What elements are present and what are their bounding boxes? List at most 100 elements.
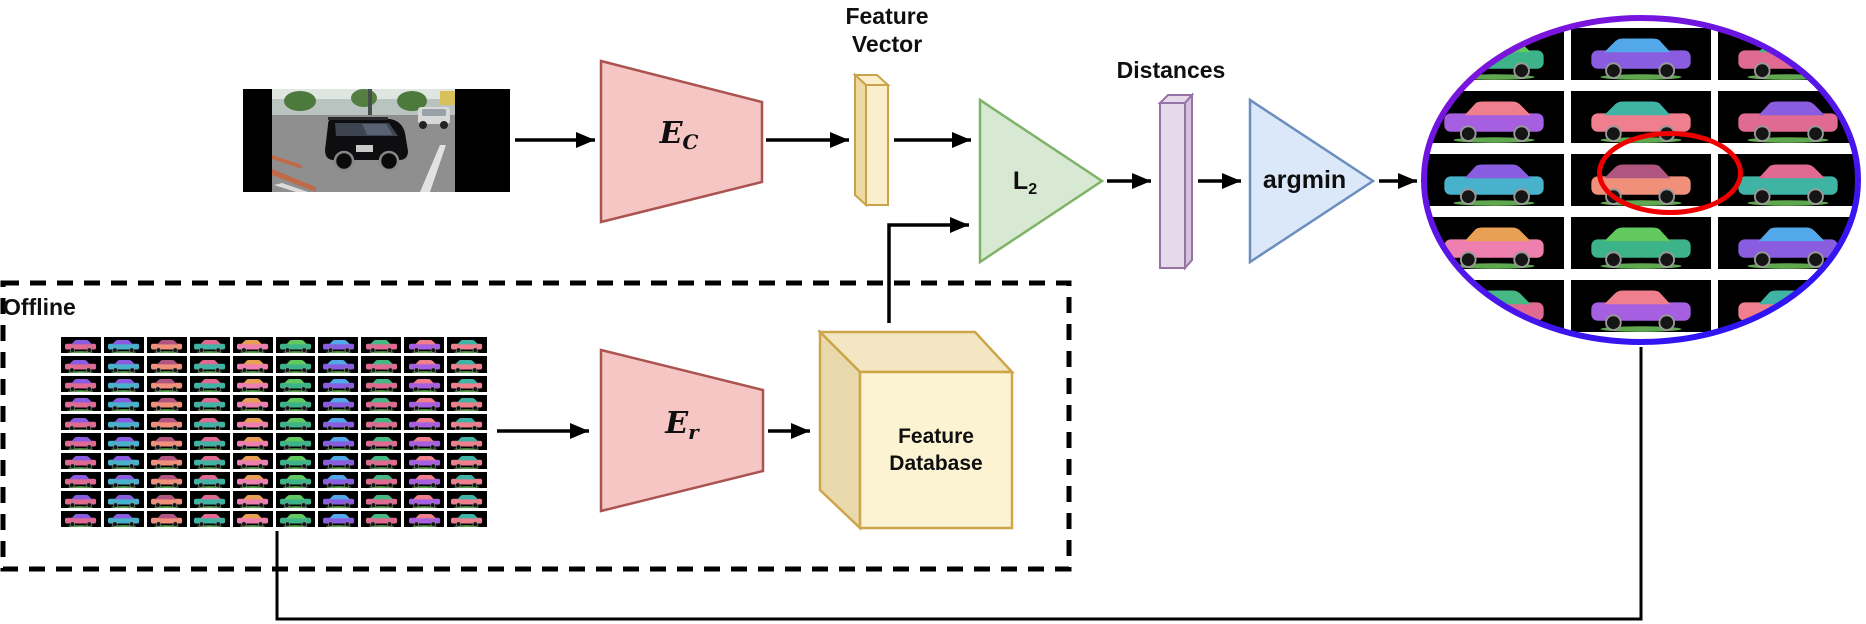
feature-database-label: Feature Database	[889, 425, 983, 475]
car-render-thumbnail	[146, 472, 187, 489]
car-render-thumbnail	[103, 356, 144, 373]
car-render-thumbnail	[275, 375, 316, 392]
car-render-thumbnail	[189, 414, 230, 431]
car-render-thumbnail	[189, 472, 230, 489]
car-render-thumbnail	[1571, 280, 1711, 332]
car-render-thumbnail	[146, 491, 187, 508]
car-render-thumbnail	[361, 356, 402, 373]
car-render-thumbnail	[232, 472, 273, 489]
car-render-thumbnail	[404, 337, 445, 354]
car-render-thumbnail	[189, 394, 230, 412]
render-encoder-shape	[599, 348, 765, 513]
car-render-thumbnail	[189, 491, 230, 508]
car-render-thumbnail	[404, 356, 445, 373]
car-render-thumbnail	[447, 491, 487, 508]
car-render-thumbnail	[146, 375, 187, 392]
car-render-thumbnail	[103, 337, 144, 354]
car-render-thumbnail	[103, 452, 144, 470]
car-render-thumbnail	[232, 491, 273, 508]
car-render-thumbnail	[189, 433, 230, 450]
car-render-thumbnail	[146, 394, 187, 412]
car-render-thumbnail	[447, 375, 487, 392]
car-render-thumbnail	[404, 394, 445, 412]
car-render-thumbnail	[318, 510, 359, 527]
car-render-thumbnail	[275, 337, 316, 354]
car-render-thumbnail	[318, 433, 359, 450]
car-render-thumbnail	[232, 375, 273, 392]
car-render-thumbnail	[404, 433, 445, 450]
car-render-thumbnail	[61, 414, 101, 431]
car-render-thumbnail	[61, 491, 101, 508]
car-render-thumbnail	[61, 472, 101, 489]
car-render-thumbnail	[275, 414, 316, 431]
car-render-thumbnail	[361, 337, 402, 354]
best-match-highlight-ring	[1597, 131, 1743, 215]
car-render-thumbnail	[318, 356, 359, 373]
car-render-thumbnail	[447, 452, 487, 470]
car-render-thumbnail	[1718, 217, 1858, 269]
car-render-thumbnail	[447, 337, 487, 354]
car-render-thumbnail	[232, 433, 273, 450]
car-render-thumbnail	[318, 337, 359, 354]
car-render-thumbnail	[189, 375, 230, 392]
car-render-thumbnail	[103, 414, 144, 431]
car-render-thumbnail	[103, 472, 144, 489]
car-render-thumbnail	[103, 510, 144, 527]
car-render-thumbnail	[1424, 91, 1564, 143]
car-render-thumbnail	[447, 433, 487, 450]
car-render-thumbnail	[61, 375, 101, 392]
car-render-thumbnail	[318, 414, 359, 431]
car-render-thumbnail	[189, 510, 230, 527]
car-render-thumbnail	[275, 510, 316, 527]
car-render-thumbnail	[103, 394, 144, 412]
car-render-thumbnail	[103, 375, 144, 392]
car-render-thumbnail	[1718, 28, 1858, 80]
car-render-thumbnail	[318, 375, 359, 392]
render-encoder-label: Er	[665, 406, 699, 445]
car-render-thumbnail	[61, 433, 101, 450]
car-render-thumbnail	[61, 452, 101, 470]
car-render-thumbnail	[1571, 28, 1711, 80]
car-render-thumbnail	[61, 394, 101, 412]
car-render-thumbnail	[232, 510, 273, 527]
car-render-thumbnail	[1571, 217, 1711, 269]
car-render-thumbnail	[275, 433, 316, 450]
car-render-thumbnail	[232, 452, 273, 470]
car-render-thumbnail	[232, 414, 273, 431]
car-render-thumbnail	[404, 510, 445, 527]
render-database-grid	[61, 337, 487, 527]
car-render-thumbnail	[103, 433, 144, 450]
car-render-thumbnail	[1718, 280, 1858, 332]
car-render-thumbnail	[404, 375, 445, 392]
car-render-thumbnail	[189, 356, 230, 373]
car-render-thumbnail	[146, 356, 187, 373]
feature-vector-bar	[852, 72, 891, 208]
car-render-thumbnail	[275, 452, 316, 470]
car-render-thumbnail	[1424, 154, 1564, 206]
car-render-thumbnail	[404, 414, 445, 431]
car-render-thumbnail	[318, 394, 359, 412]
car-render-thumbnail	[447, 356, 487, 373]
car-render-thumbnail	[361, 375, 402, 392]
car-render-thumbnail	[146, 510, 187, 527]
car-render-thumbnail	[447, 472, 487, 489]
car-render-thumbnail	[146, 433, 187, 450]
car-render-thumbnail	[361, 414, 402, 431]
car-render-thumbnail	[361, 510, 402, 527]
car-render-thumbnail	[232, 356, 273, 373]
car-render-thumbnail	[447, 414, 487, 431]
car-render-thumbnail	[146, 414, 187, 431]
car-render-thumbnail	[361, 472, 402, 489]
car-render-thumbnail	[1424, 28, 1564, 80]
query-car-photo	[243, 89, 510, 192]
argmin-label: argmin	[1262, 166, 1347, 194]
distances-label: Distances	[1116, 57, 1226, 83]
car-render-thumbnail	[232, 394, 273, 412]
camera-encoder-label: EC	[659, 116, 699, 155]
feature-vector-label: Feature Vector	[845, 3, 929, 57]
car-render-thumbnail	[146, 337, 187, 354]
car-render-thumbnail	[275, 356, 316, 373]
car-render-thumbnail	[275, 394, 316, 412]
